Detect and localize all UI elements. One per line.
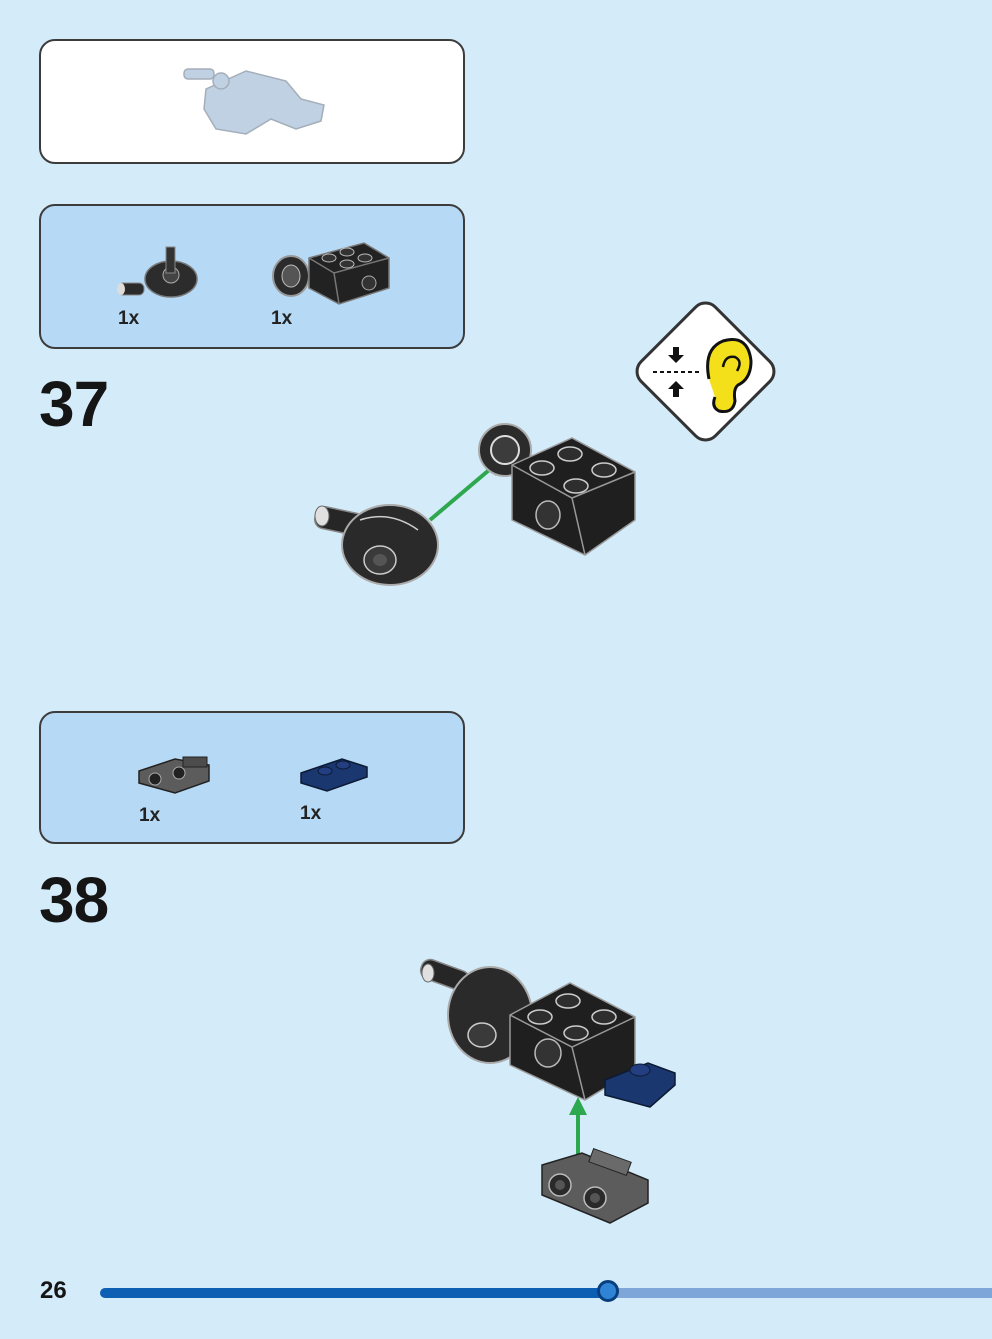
blue-plate-1x2-icon xyxy=(300,758,368,792)
ball-joint-piece-icon xyxy=(313,504,439,586)
step-37-assembly-illustration xyxy=(313,423,636,586)
assembled-model-ghost-icon xyxy=(183,68,325,135)
part-quantity: 1x xyxy=(118,308,140,329)
progress-fill xyxy=(100,1288,609,1298)
assembly-arrow xyxy=(428,463,497,522)
ball-joint-piece-icon xyxy=(117,246,198,298)
grey-bracket-plate-icon xyxy=(138,756,210,794)
part-quantity: 1x xyxy=(139,805,161,826)
listen-for-click-icon xyxy=(635,301,776,442)
brick-with-socket-icon xyxy=(478,423,636,556)
brick-with-socket-icon xyxy=(272,242,390,305)
step-38-assembly-illustration xyxy=(419,958,676,1224)
step-37-parts-list: 1x 1x xyxy=(39,204,465,349)
step-number: 38 xyxy=(39,864,109,936)
step-38-parts-list: 1x 1x xyxy=(39,711,465,844)
progress-indicator xyxy=(597,1280,620,1302)
part-quantity: 1x xyxy=(271,308,293,329)
part-quantity: 1x xyxy=(300,803,322,824)
step-number: 37 xyxy=(39,368,109,440)
page-number: 26 xyxy=(40,1277,67,1304)
previous-build-preview xyxy=(39,39,465,164)
progress-track xyxy=(602,1288,992,1298)
